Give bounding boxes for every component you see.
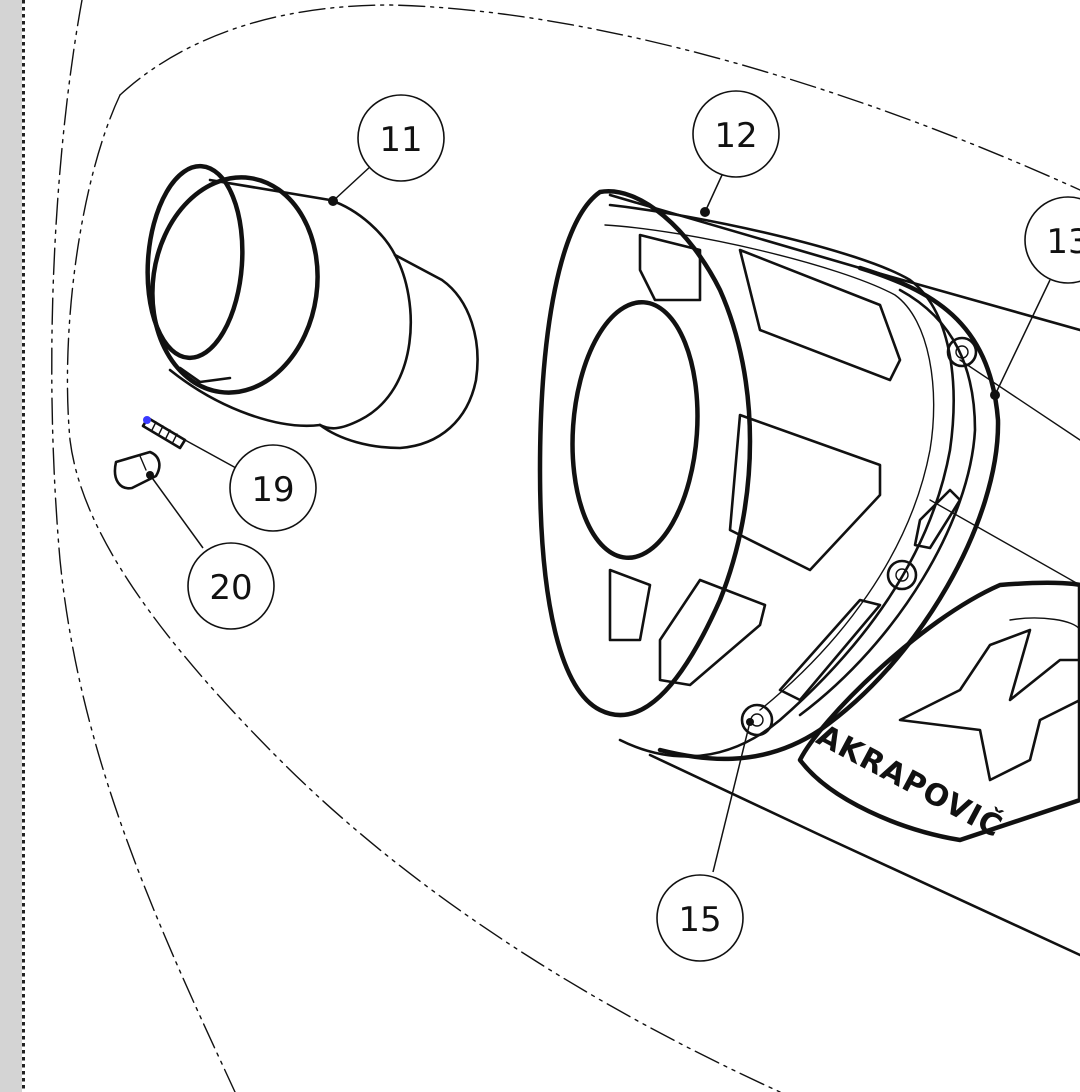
callout-balloon-15: 15 <box>656 874 744 962</box>
part-20-rivet <box>113 450 161 490</box>
callout-balloon-20: 20 <box>187 542 275 630</box>
callout-balloon-19: 19 <box>229 444 317 532</box>
leaders <box>146 164 1051 873</box>
page-margin-dotted-line <box>22 0 25 1092</box>
callout-label-11: 11 <box>379 120 422 160</box>
callout-label-19: 19 <box>251 470 294 510</box>
callout-balloon-12: 12 <box>692 90 780 178</box>
callout-balloon-11: 11 <box>357 94 445 182</box>
callout-label-15: 15 <box>678 900 721 940</box>
phantom-boundary <box>51 0 1080 1092</box>
part-11-end-cap <box>145 163 479 450</box>
page-margin-rail <box>0 0 22 1092</box>
callout-label-12: 12 <box>714 116 757 156</box>
callout-label-20: 20 <box>209 568 252 608</box>
callout-balloon-13: 13 <box>1024 196 1080 284</box>
part-19-screw <box>141 416 187 450</box>
silencer-body: AKRAPOVIČ <box>537 189 1080 957</box>
callout-label-13: 13 <box>1046 222 1080 262</box>
